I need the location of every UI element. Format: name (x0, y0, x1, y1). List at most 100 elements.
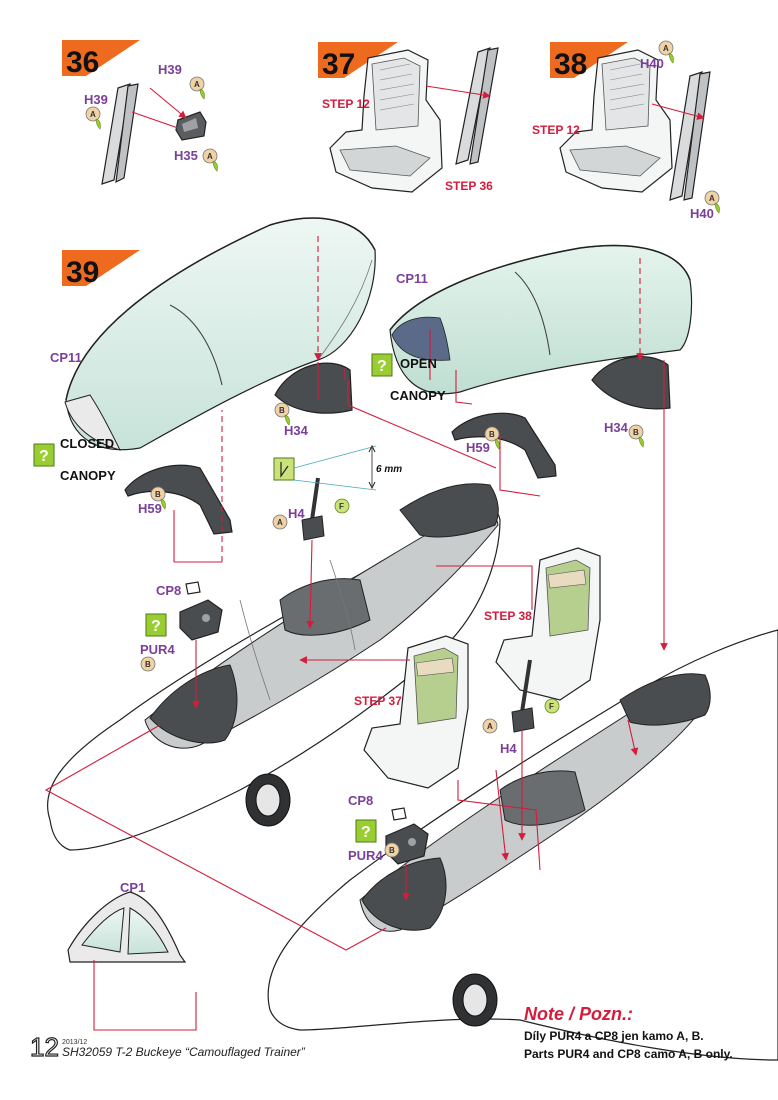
part-label-cp11: CP11 (50, 350, 82, 365)
part-label-h59: H59 (138, 501, 162, 516)
open-label: OPEN (400, 356, 437, 371)
step-37-banner (318, 42, 398, 78)
option-icon: ? (33, 443, 55, 467)
svg-text:B: B (389, 846, 395, 855)
paint-marker-a: A (482, 718, 498, 734)
part-label-h39: H39 (84, 92, 108, 107)
svg-text:A: A (277, 518, 283, 527)
control-stick (301, 477, 325, 541)
step-39-number: 39 (66, 256, 99, 289)
closed-label: CLOSED (60, 436, 114, 451)
side-rail (669, 71, 711, 201)
svg-text:B: B (489, 430, 495, 439)
hoop-part (451, 412, 557, 479)
step-ref-12: STEP 12 (532, 123, 580, 137)
open-canopy (389, 244, 693, 395)
note-title: Note / Pozn.: (524, 1004, 633, 1024)
note-line-cz: Díly PUR4 a CP8 jen kamo A, B. (524, 1029, 704, 1043)
svg-text:?: ? (377, 358, 387, 375)
paint-marker-a: A (85, 106, 101, 130)
option-icon: ? (371, 353, 393, 377)
windscreen-part (67, 891, 187, 963)
assembly-lines (44, 236, 668, 1031)
part-label-h4: H4 (288, 506, 305, 521)
part-label-cp8: CP8 (156, 583, 181, 598)
part-label-h4: H4 (500, 741, 517, 756)
fuselage-front (46, 483, 501, 851)
step-38: 38 STEP 12 H40 H40 A A (532, 40, 720, 221)
bulkhead-part (274, 362, 353, 414)
ejection-seat (329, 49, 443, 193)
paint-marker-b: B (484, 426, 500, 450)
dimension-label: 6 mm (376, 464, 402, 475)
side-rail (455, 47, 499, 165)
svg-text:A: A (90, 110, 96, 119)
step-38-number: 38 (554, 48, 587, 81)
step-37-number: 37 (322, 48, 355, 81)
side-rail (101, 83, 139, 185)
part-label-cp8: CP8 (348, 793, 373, 808)
part-label-cp11: CP11 (396, 271, 428, 286)
part-label-cp1: CP1 (120, 880, 145, 895)
svg-text:?: ? (361, 824, 371, 841)
paint-marker-a: A (658, 40, 674, 64)
engine-intake (245, 773, 291, 827)
option-icon: ? (355, 819, 377, 843)
svg-text:A: A (663, 44, 669, 53)
page-number: 12 (30, 1032, 59, 1062)
step-38-banner (550, 42, 628, 78)
svg-text:?: ? (151, 618, 161, 635)
part-label-pur4: PUR4 (140, 642, 175, 657)
step-37: 37 STEP 12 STEP 36 (318, 42, 499, 193)
ejection-seat (495, 547, 601, 701)
paint-marker-b: B (274, 402, 290, 426)
note-line-en: Parts PUR4 and CP8 camo A, B only. (524, 1047, 733, 1061)
hoop-part (124, 464, 233, 535)
option-icon: ? (145, 613, 167, 637)
note-block: Note / Pozn.: Díly PUR4 a CP8 jen kamo A… (524, 1004, 733, 1061)
step-39-banner (62, 250, 140, 286)
part-label-h40: H40 (640, 56, 664, 71)
svg-text:A: A (194, 80, 200, 89)
step-ref-36: STEP 36 (445, 179, 493, 193)
closed-canopy (64, 217, 376, 451)
svg-text:B: B (633, 428, 639, 437)
part-label-h34: H34 (284, 423, 309, 438)
edition-date: 2013/12 (62, 1039, 87, 1046)
control-stick (511, 659, 535, 733)
paint-marker-a: A (202, 148, 218, 172)
step-36-number: 36 (66, 46, 99, 79)
part-label-h40: H40 (690, 206, 714, 221)
part-label-h35: H35 (174, 148, 198, 163)
engine-intake (452, 973, 498, 1027)
paint-marker-a: A (189, 76, 205, 100)
kit-title: SH32059 T-2 Buckeye “Camouflaged Trainer… (62, 1045, 306, 1059)
svg-text:F: F (549, 702, 554, 711)
svg-text:B: B (279, 406, 285, 415)
footer: 12 2013/12 SH32059 T-2 Buckeye “Camoufla… (29, 1031, 306, 1062)
canopy-label: CANOPY (60, 468, 116, 483)
step-36-banner (62, 40, 140, 76)
svg-text:F: F (339, 502, 344, 511)
svg-text:B: B (155, 490, 161, 499)
paint-marker-b: B (140, 656, 156, 672)
step-ref-12: STEP 12 (322, 97, 370, 111)
part-label-h39: H39 (158, 62, 182, 77)
step-ref-38: STEP 38 (484, 609, 532, 623)
step-ref-37: STEP 37 (354, 694, 402, 708)
ejection-seat (559, 49, 673, 193)
svg-text:B: B (145, 660, 151, 669)
paint-marker-f: F (544, 698, 560, 714)
step-36: 36 H39 H39 H35 A A A (62, 40, 218, 185)
step-39: 39 (33, 217, 778, 1061)
paint-marker-a: A (272, 514, 288, 530)
bulkhead-part (591, 356, 671, 410)
bracket-part (175, 111, 207, 141)
svg-text:A: A (487, 722, 493, 731)
part-label-h34: H34 (604, 420, 629, 435)
part-label-h59: H59 (466, 440, 490, 455)
cut-template (273, 444, 377, 491)
svg-text:A: A (709, 194, 715, 203)
paint-marker-b: B (628, 424, 644, 448)
